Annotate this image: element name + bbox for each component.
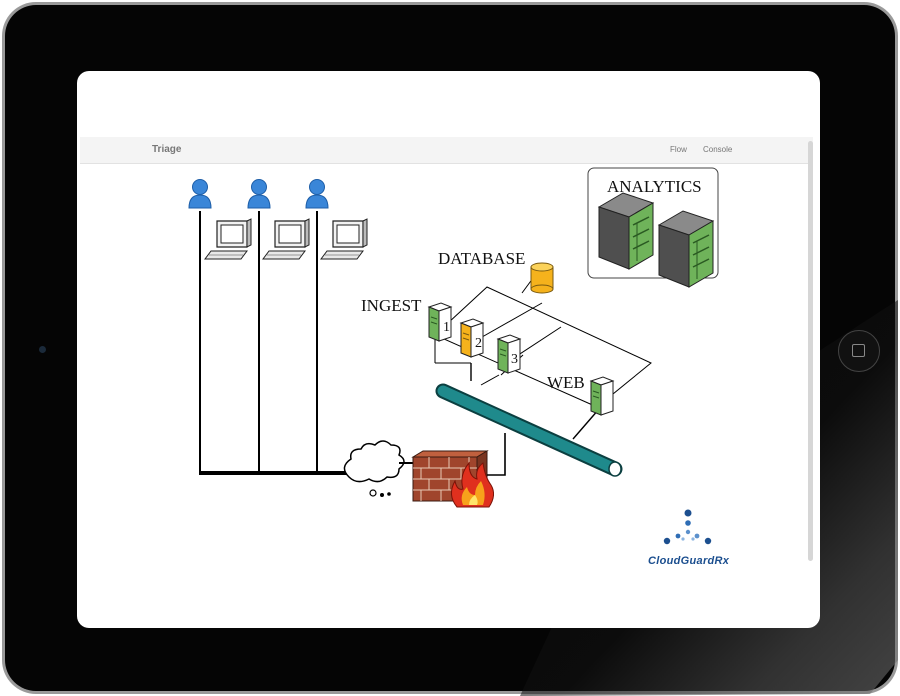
person-icon: [247, 179, 271, 209]
scrollbar[interactable]: [808, 141, 813, 561]
database-label: DATABASE: [438, 249, 525, 268]
network-pipe: [435, 383, 623, 477]
company-logo: CloudGuardRx: [648, 509, 730, 567]
analytics-label: ANALYTICS: [607, 177, 702, 196]
computer-icon: [320, 218, 368, 260]
nav-link-console[interactable]: Console: [703, 145, 733, 154]
tablet-screen: Triage Flow Console: [77, 71, 820, 628]
network-diagram: 1 2 3 DATABASE INGEST WEB ANALYTICS Clou: [188, 167, 730, 567]
ingest-server-number: 1: [443, 320, 450, 335]
logo-text: CloudGuardRx: [648, 555, 730, 567]
server-plane: [434, 273, 652, 440]
cloud-icon: [343, 440, 405, 497]
server-icon: [598, 192, 654, 270]
nav-link-flow[interactable]: Flow: [670, 145, 687, 154]
fire-icon: [451, 461, 495, 508]
server-icon: [590, 376, 614, 416]
analytics-box: ANALYTICS: [587, 167, 719, 288]
ingest-server-number: 2: [475, 336, 482, 351]
person-icon: [188, 179, 212, 209]
ingest-label: INGEST: [361, 296, 422, 315]
nav-title[interactable]: Triage: [152, 144, 182, 155]
home-button[interactable]: [838, 330, 880, 372]
computer-icon: [262, 218, 310, 260]
link-line: [487, 433, 506, 476]
ingest-server-number: 3: [511, 352, 518, 367]
web-label: WEB: [547, 373, 585, 392]
computer-icon: [204, 218, 252, 260]
database-icon: [530, 262, 554, 294]
person-icon: [305, 179, 329, 209]
server-icon: [658, 210, 714, 288]
top-navbar: Triage Flow Console: [80, 137, 813, 164]
camera-dot: [39, 346, 46, 353]
